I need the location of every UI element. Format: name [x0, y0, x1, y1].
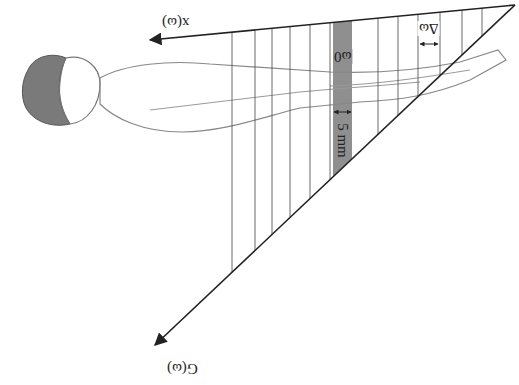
dimension-label: 5 mm	[335, 122, 350, 159]
axis-label: G(ω)	[166, 361, 199, 376]
patient-figure	[22, 50, 506, 132]
frequency-line	[272, 28, 273, 234]
slice-thickness-span	[334, 112, 351, 113]
frequency-label: ω0	[333, 49, 352, 64]
bandwidth-label: Δω	[418, 21, 440, 36]
frequency-line	[255, 30, 256, 251]
frequency-line	[462, 10, 463, 55]
frequency-line	[290, 27, 291, 218]
gradient-axis	[155, 5, 515, 345]
frequency-line	[330, 23, 331, 180]
frequency-line	[482, 8, 483, 36]
frequency-line	[232, 32, 233, 272]
leg-outline	[330, 70, 470, 86]
frequency-line	[398, 16, 399, 115]
selected-slice-band	[333, 21, 352, 177]
axis-label: x(ω)	[161, 15, 190, 30]
face	[59, 57, 100, 124]
frequency-line	[378, 18, 379, 134]
arm-outline	[150, 82, 420, 110]
x-axis	[150, 5, 515, 40]
delta-omega-span	[420, 44, 438, 45]
frequency-line	[310, 25, 311, 199]
frequency-line	[440, 12, 441, 76]
body-outline	[100, 50, 506, 132]
